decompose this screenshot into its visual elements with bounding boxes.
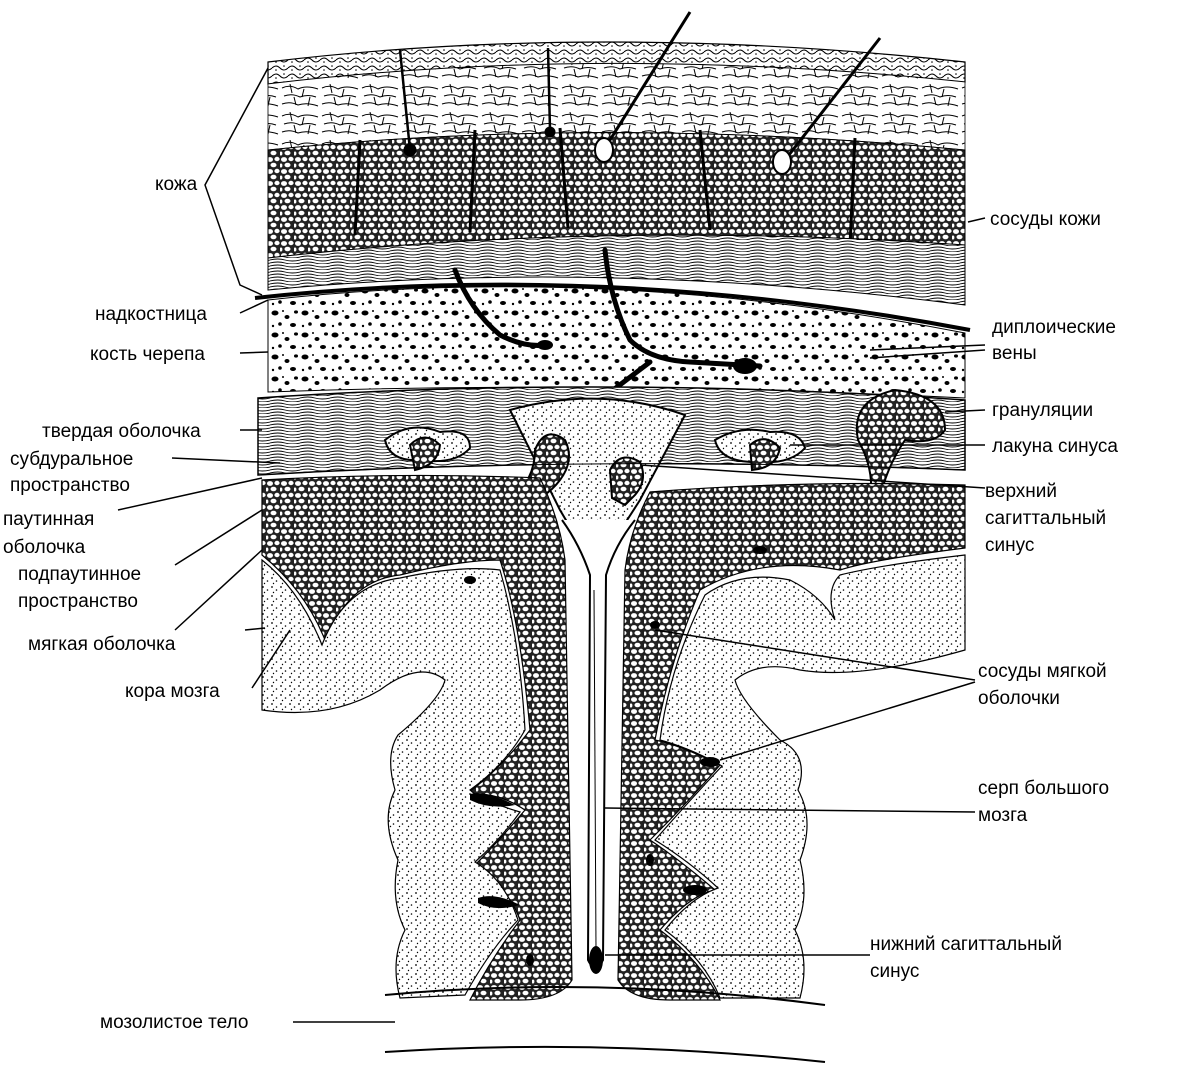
label-pia: мягкая оболочка: [28, 634, 176, 655]
leader-lines: [117, 67, 986, 1023]
label-arachnoid-2: оболочка: [3, 537, 86, 558]
label-inferior-sinus-1: нижний сагиттальный: [870, 934, 1062, 955]
corpus-callosum: [384, 986, 826, 1063]
label-granulations: грануляции: [992, 400, 1093, 421]
label-subdural-2: пространство: [10, 475, 130, 496]
subarachnoid-space: [261, 474, 966, 1001]
label-pia-vessels-2: оболочки: [978, 688, 1060, 709]
label-subarachnoid-2: пространство: [18, 591, 138, 612]
label-cortex: кора мозга: [125, 681, 220, 702]
label-subdural-1: субдуральное: [10, 449, 133, 470]
label-superior-sinus-3: синус: [985, 535, 1034, 556]
hair-follicles: [398, 11, 882, 175]
periosteum-line: [254, 282, 971, 332]
label-sinus-lacuna: лакуна синуса: [992, 436, 1118, 457]
label-falx-2: мозга: [978, 805, 1028, 826]
label-inferior-sinus-2: синус: [870, 961, 919, 982]
label-skull-bone: кость черепа: [90, 344, 205, 365]
label-skin-vessels: сосуды кожи: [990, 209, 1101, 230]
inferior-sagittal-sinus: [589, 946, 603, 974]
label-corpus-callosum: мозолистое тело: [100, 1012, 248, 1033]
label-dura: твердая оболочка: [42, 421, 201, 442]
label-periosteum: надкостница: [95, 304, 207, 325]
label-superior-sinus-1: верхний: [985, 481, 1057, 502]
fat-lobule-septa: [353, 127, 857, 246]
label-diploic-veins-2: вены: [992, 343, 1037, 364]
label-diploic-veins-1: диплоические: [992, 317, 1116, 338]
label-superior-sinus-2: сагиттальный: [985, 508, 1106, 529]
label-subarachnoid-1: подпаутинное: [18, 564, 141, 585]
cerebral-cortex: [261, 554, 966, 999]
label-skin: кожа: [155, 174, 198, 195]
label-falx-1: серп большого: [978, 778, 1109, 799]
skull-bone: [267, 286, 966, 399]
labels: кожа сосуды кожи надкостница диплоически…: [3, 174, 1118, 1033]
pia-vessels: [464, 546, 767, 966]
label-arachnoid-1: паутинная: [3, 509, 94, 530]
skin-layer: [267, 11, 966, 306]
label-pia-vessels-1: сосуды мягкой: [978, 661, 1107, 682]
